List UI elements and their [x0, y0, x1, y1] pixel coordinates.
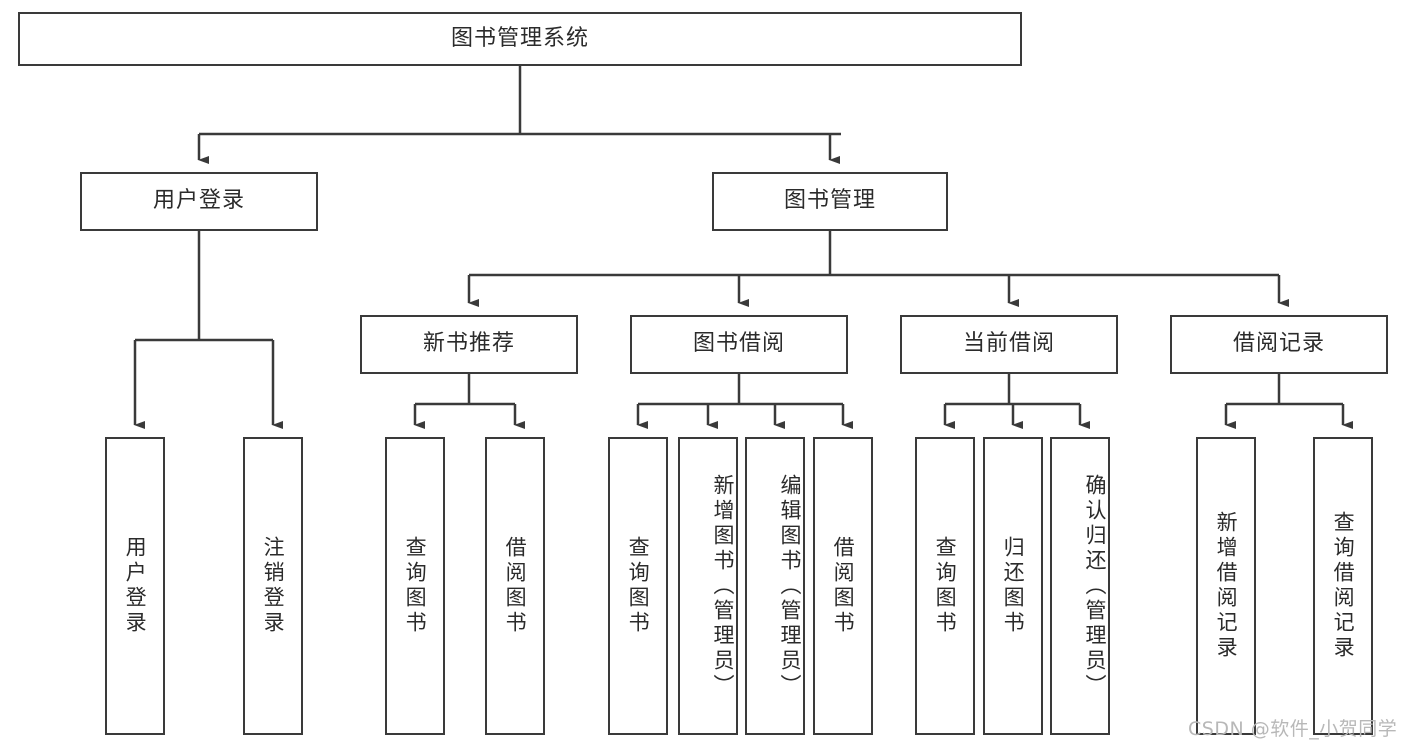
node-user-login-label: 用户登录: [152, 188, 245, 214]
node-new-book-recommend[interactable]: 新书推荐: [360, 315, 578, 374]
leaf-add-borrow-record-label: 新增借阅记录: [1214, 511, 1239, 661]
leaf-borrow-book[interactable]: 借阅图书: [813, 437, 873, 735]
leaf-query-book-borrow[interactable]: 查询图书: [608, 437, 668, 735]
leaf-confirm-return-admin-label: 确认归还（管理员）: [1083, 473, 1107, 699]
watermark: CSDN @软件_小贺同学: [1188, 718, 1398, 740]
node-borrow-record[interactable]: 借阅记录: [1170, 315, 1388, 374]
node-book-management-label: 图书管理: [783, 188, 876, 214]
leaf-user-login[interactable]: 用户登录: [105, 437, 165, 735]
node-root-label: 图书管理系统: [450, 25, 589, 51]
node-current-borrow-label: 当前借阅: [962, 331, 1055, 357]
leaf-query-book-newbook[interactable]: 查询图书: [385, 437, 445, 735]
node-new-book-recommend-label: 新书推荐: [422, 331, 515, 357]
node-book-borrow[interactable]: 图书借阅: [630, 315, 848, 374]
node-book-management[interactable]: 图书管理: [712, 172, 948, 231]
leaf-borrow-book-newbook-label: 借阅图书: [503, 536, 528, 636]
leaf-logout[interactable]: 注销登录: [243, 437, 303, 735]
leaf-edit-book-admin[interactable]: 编辑图书（管理员）: [745, 437, 805, 735]
node-borrow-record-label: 借阅记录: [1232, 331, 1325, 357]
leaf-query-book-borrow-label: 查询图书: [626, 536, 651, 636]
node-user-login[interactable]: 用户登录: [80, 172, 318, 231]
leaf-logout-label: 注销登录: [261, 536, 286, 636]
node-root[interactable]: 图书管理系统: [18, 12, 1022, 66]
leaf-query-book-current[interactable]: 查询图书: [915, 437, 975, 735]
leaf-query-book-current-label: 查询图书: [933, 536, 958, 636]
leaf-confirm-return-admin[interactable]: 确认归还（管理员）: [1050, 437, 1110, 735]
leaf-borrow-book-newbook[interactable]: 借阅图书: [485, 437, 545, 735]
leaf-user-login-label: 用户登录: [123, 536, 148, 636]
leaf-edit-book-admin-label: 编辑图书（管理员）: [778, 473, 802, 699]
leaf-return-book-label: 归还图书: [1001, 536, 1026, 636]
leaf-query-borrow-record[interactable]: 查询借阅记录: [1313, 437, 1373, 735]
leaf-add-book-admin[interactable]: 新增图书（管理员）: [678, 437, 738, 735]
node-current-borrow[interactable]: 当前借阅: [900, 315, 1118, 374]
leaf-borrow-book-label: 借阅图书: [831, 536, 856, 636]
leaf-add-borrow-record[interactable]: 新增借阅记录: [1196, 437, 1256, 735]
node-book-borrow-label: 图书借阅: [692, 331, 785, 357]
leaf-return-book[interactable]: 归还图书: [983, 437, 1043, 735]
leaf-query-borrow-record-label: 查询借阅记录: [1331, 511, 1356, 661]
leaf-query-book-newbook-label: 查询图书: [403, 536, 428, 636]
leaf-add-book-admin-label: 新增图书（管理员）: [711, 473, 735, 699]
